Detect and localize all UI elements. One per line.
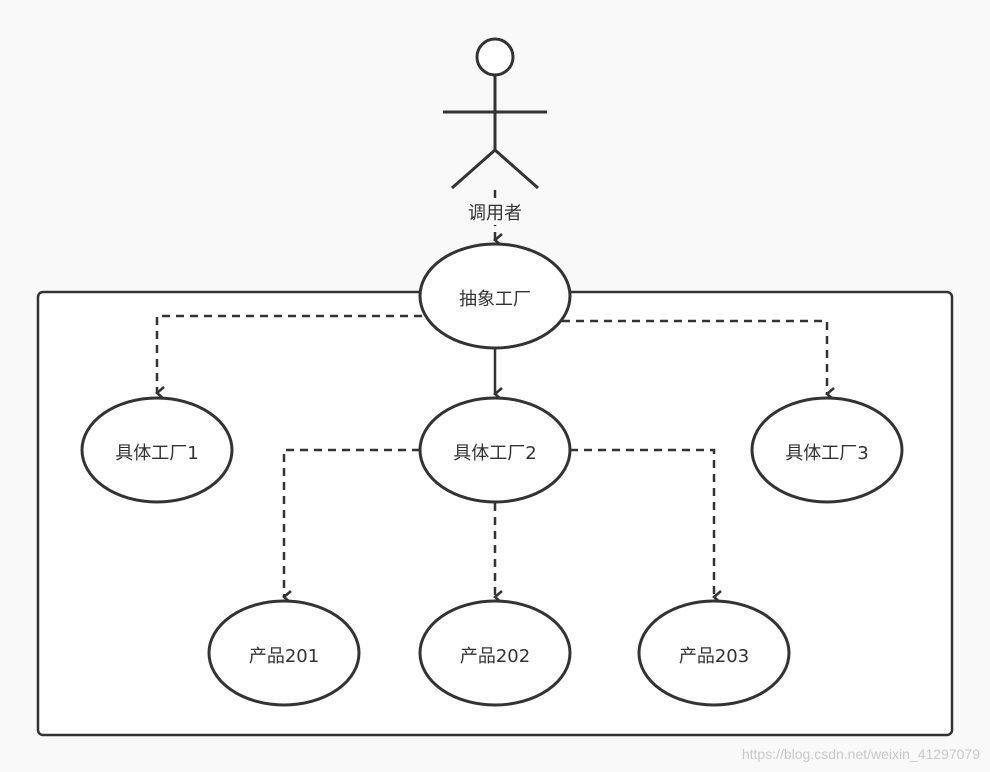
edge-factory2-product201 (282, 448, 420, 604)
abstract-factory-label: 抽象工厂 (459, 289, 531, 310)
concrete-factory-1-label: 具体工厂1 (115, 443, 199, 464)
node-concrete-factory-2 (418, 396, 572, 504)
edge-factory2-product203 (570, 448, 722, 604)
watermark-text: https://blog.csdn.net/weixin_41297079 (741, 746, 980, 762)
concrete-factory-3-label: 具体工厂3 (785, 443, 869, 464)
product-203-label: 产品203 (678, 646, 750, 667)
edge-abstract-factory3 (562, 319, 835, 401)
node-abstract-factory (418, 242, 572, 350)
node-product-202 (418, 599, 572, 707)
actor-label: 调用者 (466, 199, 524, 225)
node-concrete-factory-1 (80, 396, 234, 504)
product-201-label: 产品201 (248, 646, 320, 667)
edge-abstract-factory1 (155, 314, 422, 400)
actor-figure (443, 37, 547, 190)
concrete-factory-2-label: 具体工厂2 (453, 443, 537, 464)
node-product-201 (207, 599, 361, 707)
node-concrete-factory-3 (750, 396, 904, 504)
node-product-203 (637, 599, 791, 707)
product-202-label: 产品202 (459, 646, 531, 667)
